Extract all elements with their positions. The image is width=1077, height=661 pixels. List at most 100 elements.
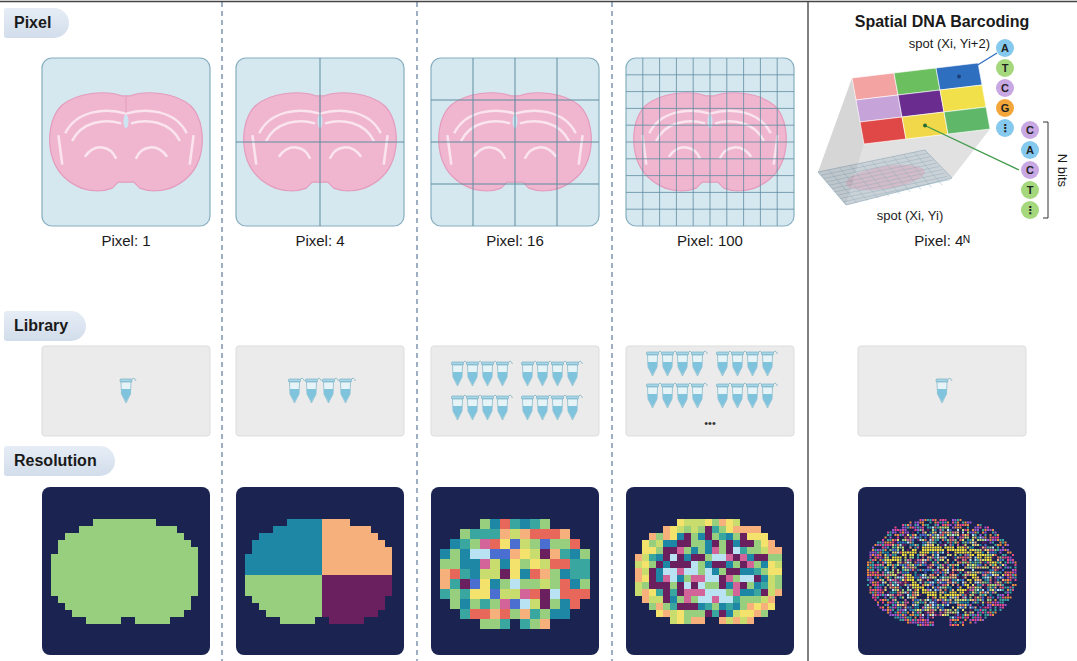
map-pixel [962, 534, 964, 536]
map-pixel [997, 569, 999, 571]
white-matter [384, 135, 388, 164]
map-pixel [712, 540, 719, 547]
map-pixel [947, 547, 949, 549]
map-pixel [955, 524, 957, 526]
map-pixel [937, 557, 939, 559]
map-pixel [308, 533, 315, 540]
map-pixel [985, 539, 987, 541]
map-pixel [775, 547, 782, 554]
map-pixel [79, 596, 86, 603]
map-pixel [684, 582, 691, 589]
map-pixel [907, 564, 909, 566]
map-pixel [642, 540, 649, 547]
map-pixel [308, 603, 315, 610]
map-pixel [957, 544, 959, 546]
map-pixel [500, 519, 510, 529]
map-pixel [691, 575, 698, 582]
map-pixel [972, 569, 974, 571]
map-pixel [995, 572, 997, 574]
map-pixel [1007, 567, 1009, 569]
white-matter [325, 121, 374, 141]
map-pixel [962, 564, 964, 566]
map-pixel [907, 574, 909, 576]
map-pixel [470, 599, 480, 609]
map-pixel [977, 524, 979, 526]
map-pixel [754, 596, 761, 603]
map-pixel [920, 522, 922, 524]
map-pixel [952, 534, 954, 536]
map-pixel [308, 554, 315, 561]
map-pixel [287, 568, 294, 575]
map-pixel [990, 549, 992, 551]
map-pixel [922, 519, 924, 521]
map-pixel [540, 529, 550, 539]
map-pixel [965, 554, 967, 556]
map-pixel [890, 534, 892, 536]
map-pixel [887, 542, 889, 544]
map-pixel [149, 596, 156, 603]
map-pixel [895, 529, 897, 531]
map-pixel [932, 534, 934, 536]
map-pixel [945, 524, 947, 526]
map-pixel [1010, 574, 1012, 576]
map-pixel [962, 529, 964, 531]
map-pixel [965, 547, 967, 549]
white-matter [136, 147, 167, 158]
grid-line [626, 142, 794, 143]
map-pixel [649, 554, 656, 561]
map-pixel [93, 547, 100, 554]
map-pixel [975, 532, 977, 534]
map-pixel [967, 529, 969, 531]
map-pixel [907, 559, 909, 561]
map-pixel [266, 568, 273, 575]
map-pixel [58, 547, 65, 554]
map-pixel [945, 547, 947, 549]
white-matter [715, 121, 764, 141]
map-pixel [163, 603, 170, 610]
map-pixel [947, 534, 949, 536]
map-pixel [870, 564, 872, 566]
map-pixel [761, 596, 768, 603]
map-pixel [550, 549, 560, 559]
map-pixel [935, 547, 937, 549]
map-pixel [960, 534, 962, 536]
map-pixel [967, 522, 969, 524]
map-pixel [740, 540, 747, 547]
map-pixel [121, 603, 128, 610]
map-pixel [121, 533, 128, 540]
map-pixel [980, 547, 982, 549]
map-pixel [977, 562, 979, 564]
map-pixel [910, 562, 912, 564]
white-matter [525, 147, 556, 158]
white-matter [65, 111, 187, 133]
map-pixel [663, 561, 670, 568]
map-pixel [962, 542, 964, 544]
map-pixel [114, 589, 121, 596]
map-pixel [273, 547, 280, 554]
map-pixel [560, 559, 570, 569]
map-pixel [121, 596, 128, 603]
map-pixel [950, 544, 952, 546]
map-pixel [86, 617, 93, 624]
map-pixel [294, 533, 301, 540]
map-pixel [712, 526, 719, 533]
map-pixel [530, 569, 540, 579]
map-pixel [691, 610, 698, 617]
map-pixel [925, 572, 927, 574]
map-pixel [308, 617, 315, 624]
map-pixel [663, 596, 670, 603]
map-pixel [149, 519, 156, 526]
map-pixel [987, 547, 989, 549]
map-pixel [460, 559, 470, 569]
map-pixel [945, 532, 947, 534]
map-pixel [712, 575, 719, 582]
map-pixel [960, 527, 962, 529]
map-pixel [72, 603, 79, 610]
map-pixel [950, 534, 952, 536]
map-pixel [315, 526, 322, 533]
tube-icon [677, 383, 693, 408]
map-pixel [100, 533, 107, 540]
map-pixel [93, 582, 100, 589]
map-pixel [957, 537, 959, 539]
map-pixel [982, 554, 984, 556]
